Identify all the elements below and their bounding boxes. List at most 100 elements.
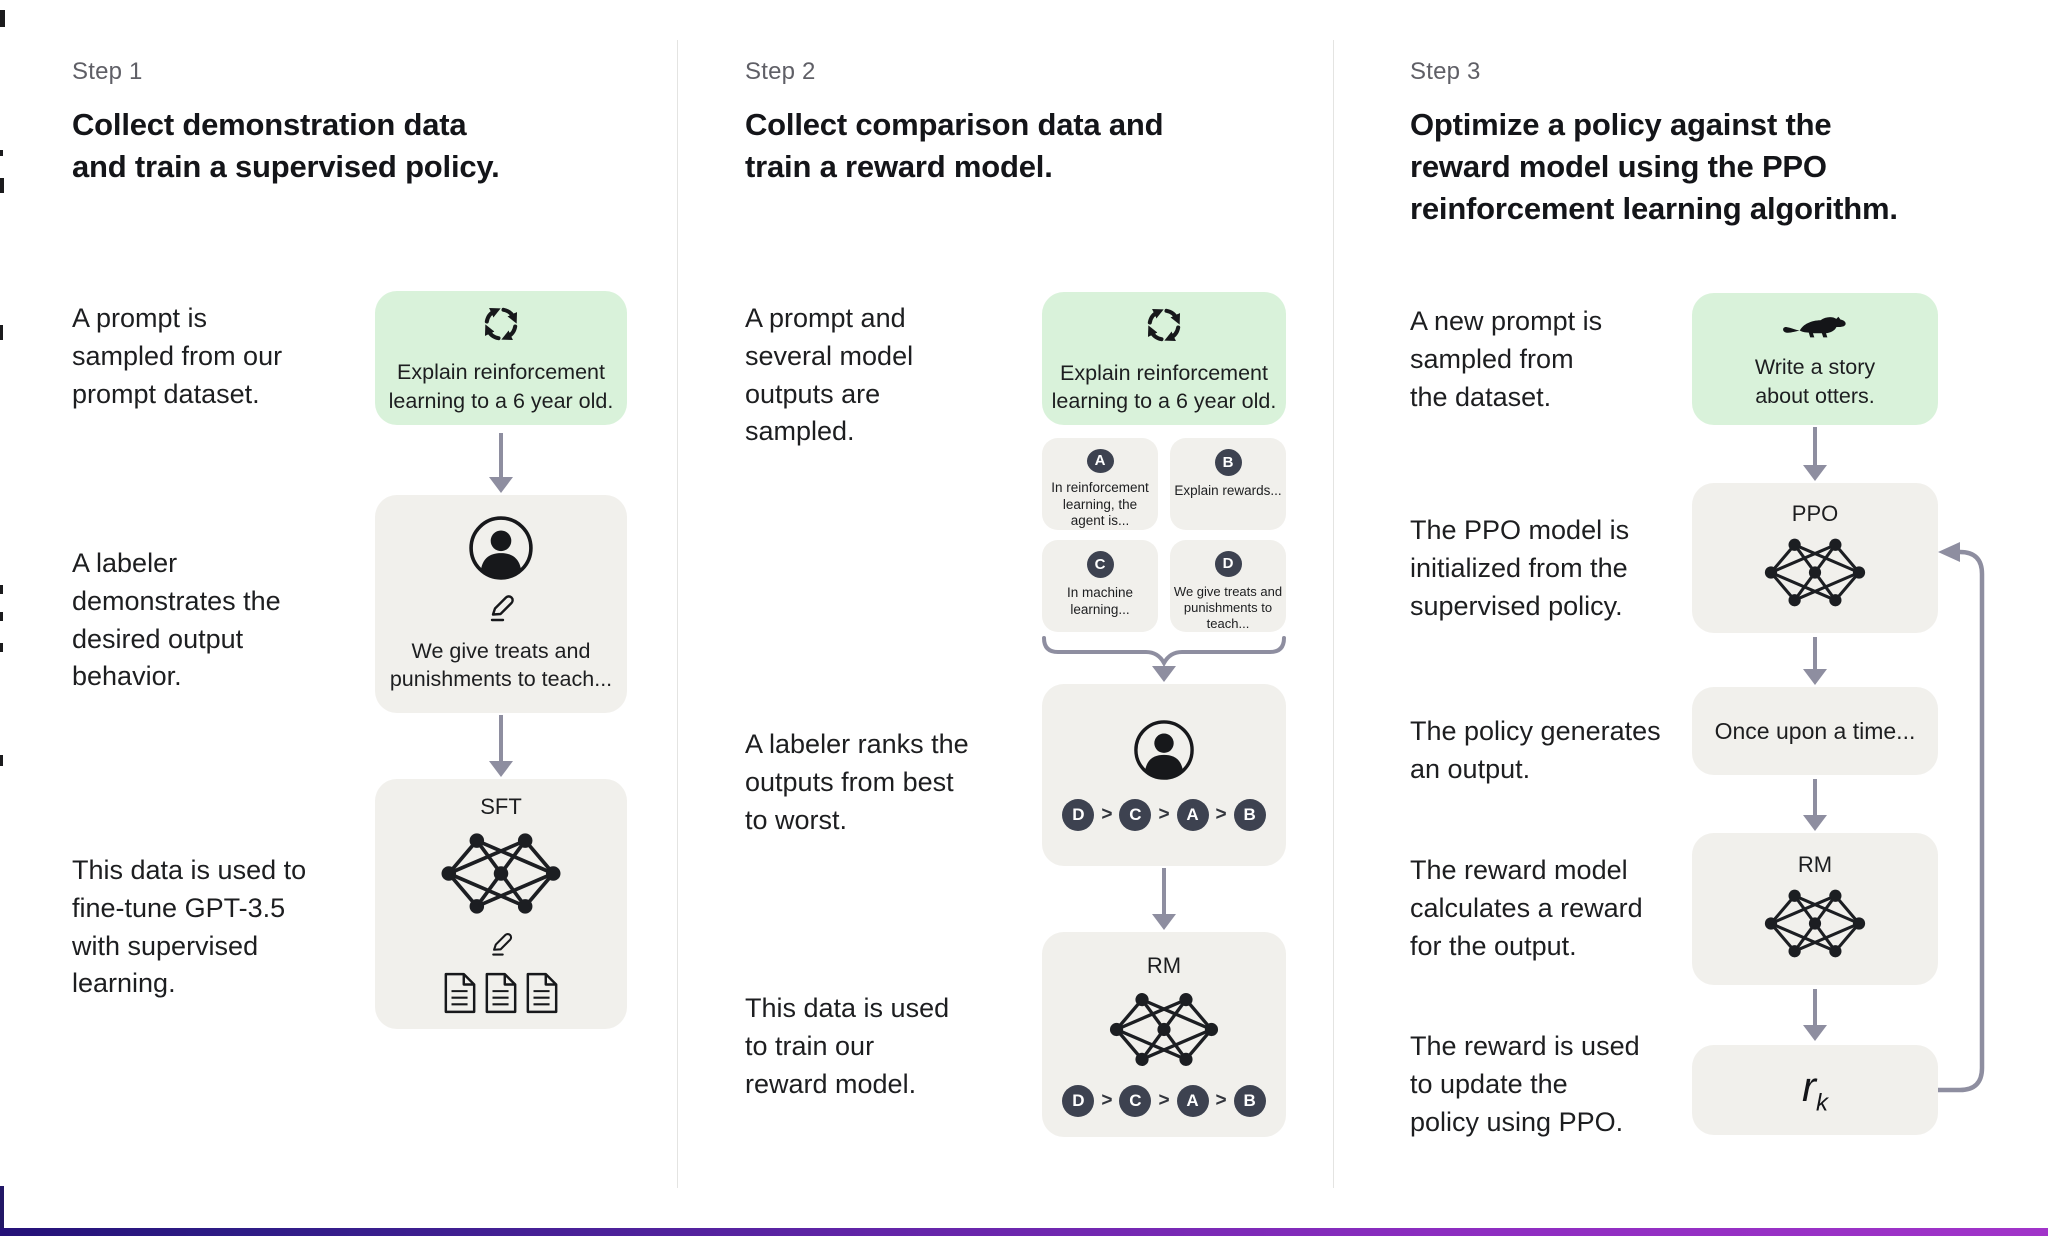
- step3-annotation-init: The PPO model is initialized from the su…: [1410, 515, 1630, 621]
- output-text: Explain rewards...: [1174, 483, 1282, 498]
- rank-separator: >: [1158, 804, 1170, 825]
- column-divider: [1333, 40, 1334, 1188]
- step2-annotation-prompt: A prompt and several model outputs are s…: [745, 303, 914, 447]
- output-card-a: A In reinforcement learning, the agent i…: [1042, 438, 1158, 530]
- arrow-down-icon: [1151, 868, 1177, 930]
- output-badge: B: [1214, 449, 1242, 476]
- step1-annotation-prompt: A prompt is sampled from our prompt data…: [72, 303, 283, 409]
- person-icon: [468, 515, 534, 586]
- pencil-icon: [486, 594, 516, 629]
- edge-artifact: [0, 178, 4, 193]
- step3-rm-box: RM: [1692, 833, 1938, 985]
- step2-annotation-labeler: A labeler ranks the outputs from best to…: [745, 729, 969, 835]
- ranking-row: D > C > A > B: [1062, 799, 1266, 831]
- rank-separator: >: [1158, 1089, 1170, 1111]
- rm-model-label: RM: [1146, 952, 1182, 978]
- step2-label: Step 2: [745, 58, 816, 85]
- cycle-icon: [478, 301, 524, 352]
- step2-rm-box: RM D > C > A > B: [1042, 932, 1286, 1137]
- step1-prompt-box: Explain reinforcement learning to a 6 ye…: [375, 291, 627, 425]
- step1-title: Collect demonstration data and train a s…: [72, 107, 500, 185]
- bottom-gradient-bar: [0, 1228, 2048, 1236]
- rank-separator: >: [1101, 1089, 1113, 1111]
- column-divider: [677, 40, 678, 1188]
- reward-symbol: rk: [1802, 1062, 1828, 1117]
- output-text: In reinforcement learning, the agent is.…: [1051, 479, 1149, 529]
- rank-separator: >: [1101, 804, 1113, 825]
- rank-badge: A: [1176, 1084, 1209, 1117]
- network-icon: [1761, 535, 1869, 615]
- step3-reward-box: rk: [1692, 1045, 1938, 1135]
- edge-artifact: [0, 612, 3, 621]
- output-text: In machine learning...: [1066, 585, 1134, 617]
- arrow-down-icon: [1802, 779, 1828, 831]
- network-icon: [1761, 886, 1869, 966]
- rank-separator: >: [1215, 804, 1227, 825]
- edge-artifact: [0, 643, 3, 652]
- arrow-down-icon: [1802, 637, 1828, 685]
- output-card-c: C In machine learning...: [1042, 540, 1158, 632]
- sft-model-label: SFT: [480, 794, 522, 819]
- output-card-d: D We give treats and punishments to teac…: [1170, 540, 1286, 632]
- rank-badge: A: [1176, 799, 1209, 831]
- network-icon: [437, 829, 565, 923]
- step2-title: Collect comparison data and train a rewa…: [745, 107, 1164, 185]
- step3-title: Optimize a policy against the reward mod…: [1410, 107, 1898, 227]
- step1-sft-box: SFT: [375, 779, 627, 1029]
- step1-annotation-finetune: This data is used to fine-tune GPT-3.5 w…: [72, 855, 307, 999]
- pencil-icon: [488, 932, 514, 963]
- ppo-model-label: PPO: [1791, 501, 1839, 526]
- person-icon: [1133, 719, 1195, 786]
- ranking-row: D > C > A > B: [1062, 1084, 1266, 1117]
- rank-badge: D: [1062, 799, 1095, 831]
- network-icon: [1106, 989, 1222, 1075]
- step2-labeler-box: D > C > A > B: [1042, 684, 1286, 866]
- rank-badge: B: [1233, 799, 1266, 831]
- edge-artifact: [0, 585, 3, 594]
- step3-annotation-prompt: A new prompt is sampled from the dataset…: [1410, 306, 1603, 412]
- step2-prompt-box: Explain reinforcement learning to a 6 ye…: [1042, 292, 1286, 425]
- edge-artifact: [0, 150, 3, 156]
- arrow-down-icon: [488, 433, 514, 493]
- rank-separator: >: [1215, 1089, 1227, 1111]
- rank-badge: B: [1233, 1084, 1266, 1117]
- output-card-b: B Explain rewards...: [1170, 438, 1286, 530]
- arrow-down-icon: [1802, 427, 1828, 481]
- step2-prompt-text: Explain reinforcement learning to a 6 ye…: [1051, 360, 1277, 413]
- brace-icon: [1042, 636, 1286, 666]
- cycle-icon: [1141, 302, 1187, 353]
- output-text: We give treats and punishments to teach.…: [1173, 583, 1283, 631]
- feedback-loop-arrow: [1938, 542, 1985, 1093]
- step1-labeler-box: We give treats and punishments to teach.…: [375, 495, 627, 713]
- output-badge: A: [1086, 449, 1114, 473]
- rank-badge: C: [1119, 799, 1152, 831]
- documents-icon: [443, 972, 559, 1014]
- arrow-down-icon: [488, 715, 514, 777]
- edge-artifact: [0, 325, 3, 340]
- step1-labeler-text: We give treats and punishments to teach.…: [389, 638, 613, 691]
- step3-ppo-box: PPO: [1692, 483, 1938, 633]
- arrow-down-icon: [1151, 664, 1177, 682]
- step2-annotation-train: This data is used to train our reward mo…: [745, 993, 950, 1099]
- step3-output-text: Once upon a time...: [1714, 717, 1916, 744]
- edge-artifact: [0, 755, 3, 766]
- step3-annotation-reward: The reward model calculates a reward for…: [1410, 855, 1643, 961]
- rank-badge: D: [1062, 1084, 1095, 1117]
- rm-model-label: RM: [1797, 852, 1833, 877]
- step3-prompt-text: Write a story about otters.: [1754, 355, 1876, 408]
- step3-prompt-box: Write a story about otters.: [1692, 293, 1938, 425]
- step3-output-box: Once upon a time...: [1692, 687, 1938, 775]
- arrow-down-icon: [1802, 989, 1828, 1041]
- output-badge: C: [1086, 551, 1114, 578]
- step3-annotation-output: The policy generates an output.: [1410, 716, 1661, 784]
- step3-label: Step 3: [1410, 58, 1481, 85]
- edge-artifact: [0, 1186, 4, 1228]
- step1-prompt-text: Explain reinforcement learning to a 6 ye…: [388, 360, 614, 413]
- rank-badge: C: [1119, 1084, 1152, 1117]
- step1-annotation-labeler: A labeler demonstrates the desired outpu…: [72, 548, 281, 692]
- otter-icon: [1782, 308, 1848, 347]
- step3-annotation-update: The reward is used to update the policy …: [1410, 1031, 1640, 1137]
- edge-artifact: [0, 10, 5, 27]
- step1-label: Step 1: [72, 58, 143, 85]
